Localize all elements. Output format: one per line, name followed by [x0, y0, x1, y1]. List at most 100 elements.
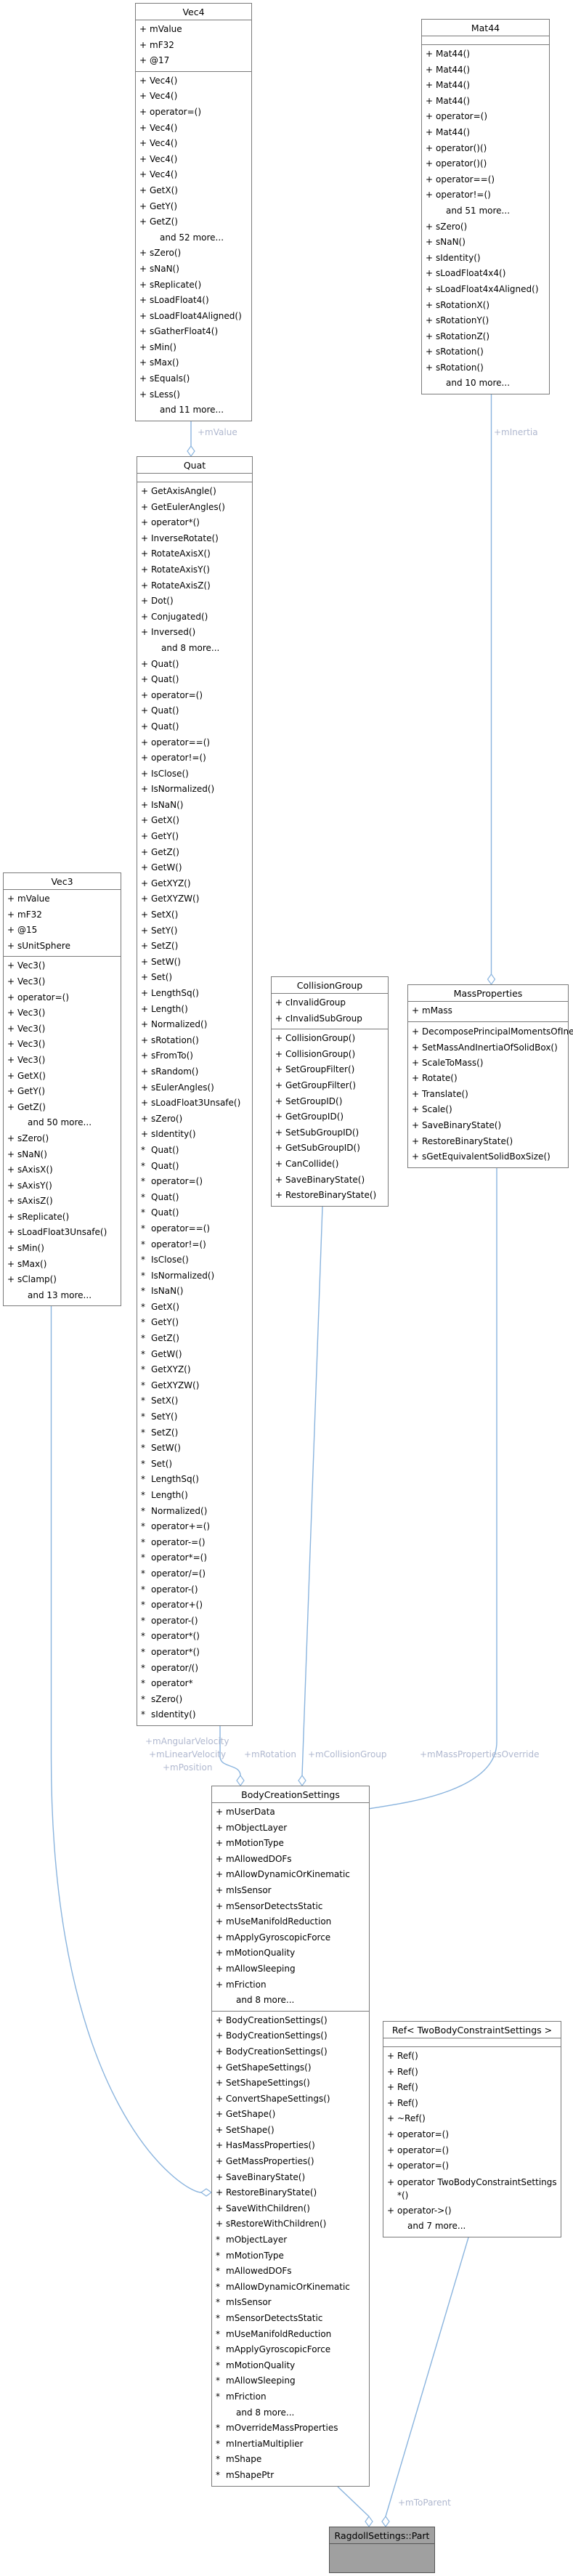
method-item[interactable]: +GetX() [137, 813, 252, 829]
method-item[interactable]: *SetW() [137, 1441, 252, 1457]
method-item[interactable]: +Translate() [408, 1087, 568, 1103]
method-item[interactable]: +sRotationX() [422, 298, 549, 314]
method-item[interactable]: +SaveBinaryState() [272, 1172, 388, 1188]
method-item[interactable]: +Normalized() [137, 1017, 252, 1033]
method-item[interactable]: +IsClose() [137, 766, 252, 782]
method-item[interactable]: +sMin() [136, 340, 251, 356]
method-item[interactable]: +operator==() [137, 735, 252, 751]
method-item[interactable]: +Quat() [137, 703, 252, 719]
method-item[interactable]: +Mat44() [422, 46, 549, 62]
method-item[interactable]: +Ref() [383, 2065, 561, 2081]
method-item[interactable]: +GetXYZ() [137, 876, 252, 892]
more-members-link[interactable]: and 8 more... [137, 641, 252, 657]
method-item[interactable]: *sZero() [137, 1692, 252, 1708]
method-item[interactable]: +SetGroupID() [272, 1094, 388, 1110]
method-item[interactable]: +GetX() [136, 183, 251, 199]
attribute-item[interactable]: +@15 [4, 923, 121, 939]
method-item[interactable]: +GetEulerAngles() [137, 500, 252, 516]
method-item[interactable]: +Dot() [137, 594, 252, 609]
method-item[interactable]: *mShapePtr [212, 2468, 369, 2484]
method-item[interactable]: *mMotionType [212, 2248, 369, 2264]
method-item[interactable]: +sLoadFloat4x4Aligned() [422, 282, 549, 298]
method-item[interactable]: +sRotation() [137, 1033, 252, 1049]
method-item[interactable]: +GetShapeSettings() [212, 2060, 369, 2076]
method-item[interactable]: *Length() [137, 1488, 252, 1504]
method-item[interactable]: +SetX() [137, 907, 252, 923]
attribute-item[interactable]: +mMotionQuality [212, 1945, 369, 1961]
method-item[interactable]: +SetW() [137, 955, 252, 971]
method-item[interactable]: *Quat() [137, 1143, 252, 1159]
method-item[interactable]: +DecomposePrincipalMomentsOfInertia() [408, 1024, 573, 1040]
method-item[interactable]: *operator*() [137, 1629, 252, 1645]
method-item[interactable]: +GetZ() [136, 214, 251, 230]
method-item[interactable]: *operator+() [137, 1597, 252, 1613]
method-item[interactable]: *IsNormalized() [137, 1268, 252, 1284]
method-item[interactable]: +operator=() [422, 109, 549, 125]
method-item[interactable]: +Ref() [383, 2080, 561, 2096]
method-item[interactable]: *mUseManifoldReduction [212, 2327, 369, 2343]
method-item[interactable]: +Scale() [408, 1102, 568, 1118]
method-item[interactable]: +operator()() [422, 156, 549, 172]
method-item[interactable]: +Mat44() [422, 125, 549, 141]
method-item[interactable]: *GetW() [137, 1347, 252, 1363]
method-item[interactable]: *sIdentity() [137, 1707, 252, 1723]
method-item[interactable]: +operator->() [383, 2203, 561, 2219]
more-members-link[interactable]: and 11 more... [136, 402, 251, 418]
method-item[interactable]: +Vec4() [136, 152, 251, 168]
method-item[interactable]: *Quat() [137, 1159, 252, 1175]
method-item[interactable]: *mMotionQuality [212, 2358, 369, 2374]
method-item[interactable]: +operator TwoBodyConstraintSettings *() [383, 2174, 561, 2203]
method-item[interactable]: *mOverrideMassProperties [212, 2421, 369, 2437]
method-item[interactable]: +sLess() [136, 387, 251, 403]
method-item[interactable]: +Set() [137, 970, 252, 986]
method-item[interactable]: +SaveBinaryState() [408, 1118, 568, 1134]
class-vec4[interactable]: Vec4 +mValue+mF32+@17 +Vec4()+Vec4()+ope… [135, 3, 252, 421]
method-item[interactable]: +IsNormalized() [137, 782, 252, 798]
method-item[interactable]: +RotateAxisZ() [137, 578, 252, 594]
method-item[interactable]: +CollisionGroup() [272, 1031, 388, 1047]
method-item[interactable]: +operator==() [422, 172, 549, 188]
attribute-item[interactable]: +mF32 [4, 907, 121, 923]
method-item[interactable]: +SetShapeSettings() [212, 2075, 369, 2091]
attribute-item[interactable]: +mMass [408, 1003, 568, 1019]
method-item[interactable]: +Vec3() [4, 1021, 121, 1037]
method-item[interactable]: +sGatherFloat4() [136, 324, 251, 340]
method-item[interactable]: +GetZ() [4, 1100, 121, 1116]
method-item[interactable]: *mInertiaMultiplier [212, 2437, 369, 2453]
class-ragdoll-part[interactable]: RagdollSettings::Part [329, 2527, 435, 2573]
method-item[interactable]: +GetW() [137, 860, 252, 876]
method-item[interactable]: +Ref() [383, 2096, 561, 2112]
more-members-link[interactable]: and 8 more... [212, 2405, 369, 2421]
method-item[interactable]: +operator=() [136, 105, 251, 121]
method-item[interactable]: +Vec3() [4, 1037, 121, 1053]
method-item[interactable]: +LengthSq() [137, 986, 252, 1002]
method-item[interactable]: +Quat() [137, 672, 252, 688]
method-item[interactable]: +GetSubGroupID() [272, 1141, 388, 1157]
method-item[interactable]: *mSensorDetectsStatic [212, 2311, 369, 2327]
method-item[interactable]: +Vec4() [136, 73, 251, 89]
method-item[interactable]: +sIdentity() [422, 251, 549, 267]
method-item[interactable]: +sZero() [136, 246, 251, 262]
method-item[interactable]: +sRotation() [422, 344, 549, 360]
method-item[interactable]: +sIdentity() [137, 1127, 252, 1143]
method-item[interactable]: +GetZ() [137, 845, 252, 861]
method-item[interactable]: +sAxisX() [4, 1162, 121, 1178]
method-item[interactable]: +InverseRotate() [137, 531, 252, 547]
method-item[interactable]: +sZero() [4, 1131, 121, 1147]
method-item[interactable]: *mApplyGyroscopicForce [212, 2342, 369, 2358]
method-item[interactable]: *mIsSensor [212, 2295, 369, 2311]
method-item[interactable]: *GetXYZ() [137, 1362, 252, 1378]
method-item[interactable]: +Mat44() [422, 94, 549, 110]
attribute-item[interactable]: +@17 [136, 53, 251, 69]
more-members-link[interactable]: and 50 more... [4, 1115, 121, 1131]
method-item[interactable]: +Ref() [383, 2049, 561, 2065]
method-item[interactable]: +RotateAxisX() [137, 546, 252, 562]
more-members-link[interactable]: and 51 more... [422, 203, 549, 219]
method-item[interactable]: *mFriction [212, 2389, 369, 2405]
method-item[interactable]: +BodyCreationSettings() [212, 2028, 369, 2044]
method-item[interactable]: +SaveWithChildren() [212, 2201, 369, 2217]
method-item[interactable]: *operator*() [137, 1645, 252, 1661]
method-item[interactable]: *GetY() [137, 1315, 252, 1331]
method-item[interactable]: +RestoreBinaryState() [212, 2185, 369, 2201]
method-item[interactable]: +sMax() [136, 355, 251, 371]
